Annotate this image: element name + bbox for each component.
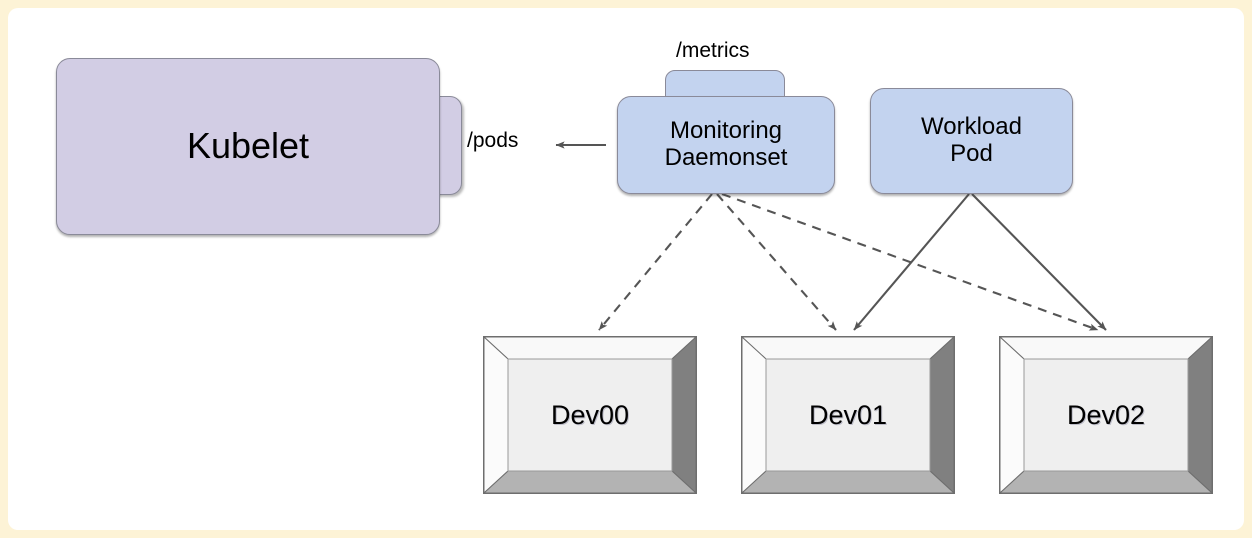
node-workload-pod[interactable]: Workload Pod [870, 88, 1073, 194]
device-label: Dev02 [1066, 399, 1146, 430]
edge-daemonset-to-dev01 [716, 193, 837, 331]
node-kubelet-label: Kubelet [186, 125, 310, 167]
device-label: Dev00 [550, 399, 630, 430]
node-monitoring-daemonset-label: Monitoring Daemonset [664, 117, 788, 171]
edge-daemonset-to-dev02 [721, 193, 1099, 331]
device-dev02[interactable]: Dev02 [999, 336, 1213, 494]
edge-layer: /pods tab of Kubelet (solid, leftwards) … [555, 141, 1107, 331]
dev02-bevel-frame [999, 336, 1213, 494]
dev02-label-wrap: Dev02 [999, 336, 1213, 494]
node-workload-pod-label: Workload Pod [921, 113, 1022, 167]
node-monitoring-daemonset[interactable]: Monitoring Daemonset [617, 96, 835, 194]
daemonset-metrics-label: /metrics [676, 39, 750, 62]
dev00-label-wrap: Dev00 [483, 336, 697, 494]
device-dev00[interactable]: Dev00 [483, 336, 697, 494]
device-dev01[interactable]: Dev01 [741, 336, 955, 494]
edge-daemonset-to-dev00 [598, 193, 713, 331]
node-kubelet[interactable]: Kubelet [56, 58, 440, 235]
dev00-bevel-frame [483, 336, 697, 494]
kubelet-pods-label: /pods [467, 129, 519, 152]
edge-workload-to-dev01 [853, 193, 970, 331]
edge-workload-to-dev02 [971, 193, 1107, 331]
dev01-bevel-frame [741, 336, 955, 494]
dev01-label-wrap: Dev01 [741, 336, 955, 494]
diagram-canvas: /pods tab of Kubelet (solid, leftwards) … [8, 8, 1244, 530]
device-label: Dev01 [808, 399, 888, 430]
diagram-layer: /pods tab of Kubelet (solid, leftwards) … [8, 8, 1244, 530]
